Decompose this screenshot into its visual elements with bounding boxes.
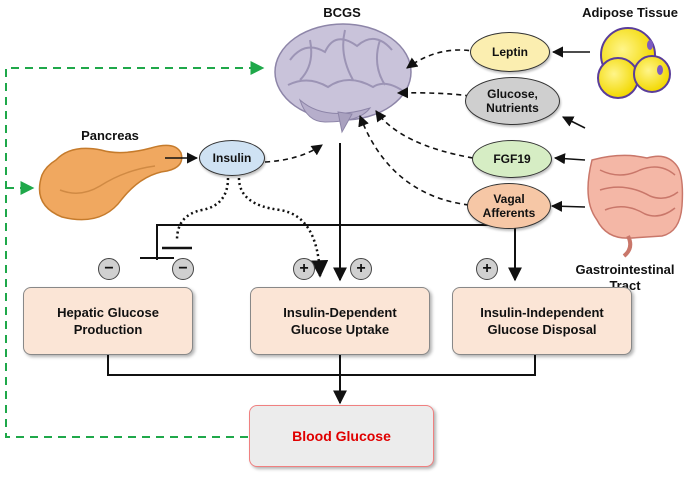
input-arrows	[165, 46, 590, 212]
minus-badge-left: −	[98, 258, 120, 280]
adipose-tissue-label: Adipose Tissue	[582, 5, 678, 20]
brain-icon	[274, 23, 412, 134]
glucose-nutrients-text: Glucose, Nutrients	[486, 87, 539, 115]
pancreas-icon	[38, 144, 183, 221]
bcgs-label: BCGS	[323, 5, 361, 20]
plus-badge-right: +	[350, 258, 372, 280]
gastrointestinal-label: Gastrointestinal	[575, 262, 675, 277]
insulin-dependent-glucose-uptake-box: Insulin-Dependent Glucose Uptake	[250, 287, 430, 355]
insulin-independent-glucose-disposal-box: Insulin-Independent Glucose Disposal	[452, 287, 632, 355]
blood-glucose-box: Blood Glucose	[249, 405, 434, 467]
vagal-afferents-node: Vagal Afferents	[467, 183, 551, 229]
feedback-loop	[5, 61, 265, 438]
vagal-afferents-text: Vagal Afferents	[482, 192, 536, 220]
leptin-node: Leptin	[470, 32, 550, 72]
glucose-nutrients-node: Glucose, Nutrients	[465, 77, 560, 125]
insulin-action-arrows	[175, 177, 329, 278]
plus-badge-independent: +	[476, 258, 498, 280]
brain-output-arrows	[140, 143, 522, 282]
insulin-node: Insulin	[199, 140, 265, 176]
minus-badge-right: −	[172, 258, 194, 280]
plus-badge-left: +	[293, 258, 315, 280]
hepatic-glucose-production-box: Hepatic Glucose Production	[23, 287, 193, 355]
fgf19-node: FGF19	[472, 140, 552, 178]
signal-arrows	[264, 49, 479, 206]
adipose-tissue-icon	[597, 27, 671, 99]
intestine-icon	[587, 154, 684, 258]
convergence-arrows	[107, 355, 536, 405]
pancreas-label: Pancreas	[81, 128, 139, 143]
